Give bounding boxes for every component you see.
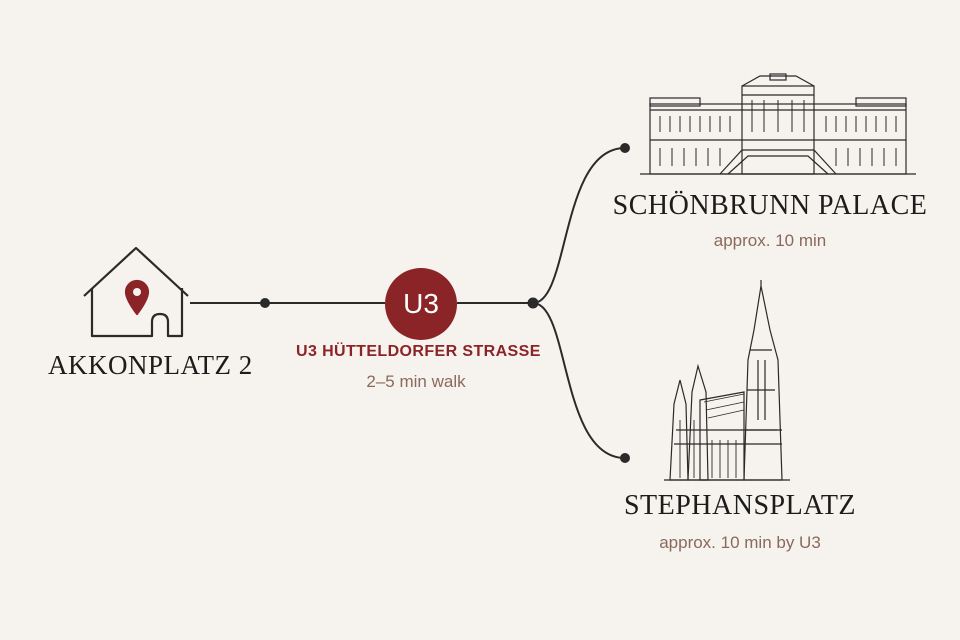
- node-schonbrunn: [620, 143, 630, 153]
- house-with-location-pin-icon: [83, 246, 189, 338]
- node-origin: [260, 298, 270, 308]
- destination-title-stephansplatz: STEPHANSPLATZ: [623, 490, 857, 521]
- destination-time-stephansplatz: approx. 10 min by U3: [659, 533, 821, 552]
- location-pin-icon: [124, 279, 150, 316]
- origin-title: AKKONPLATZ 2: [48, 350, 253, 380]
- cathedral-illustration-icon: [664, 280, 790, 481]
- palace-illustration-icon: [640, 73, 916, 175]
- destination-time-schonbrunn: approx. 10 min: [713, 231, 827, 250]
- branch-to-schonbrunn: [532, 147, 626, 304]
- destination-title-schonbrunn: SCHÖNBRUNN PALACE: [612, 190, 928, 221]
- route-lines: [190, 147, 626, 459]
- station-walk-time: 2–5 min walk: [366, 372, 466, 391]
- node-junction: [527, 297, 539, 309]
- route-nodes: [260, 143, 630, 463]
- u3-badge-label: U3: [403, 288, 439, 319]
- u3-badge: [385, 268, 457, 340]
- branch-to-stephansplatz: [532, 302, 626, 459]
- node-stephansplatz: [620, 453, 630, 463]
- station-name: U3 HÜTTELDORFER STRASSE: [296, 343, 541, 360]
